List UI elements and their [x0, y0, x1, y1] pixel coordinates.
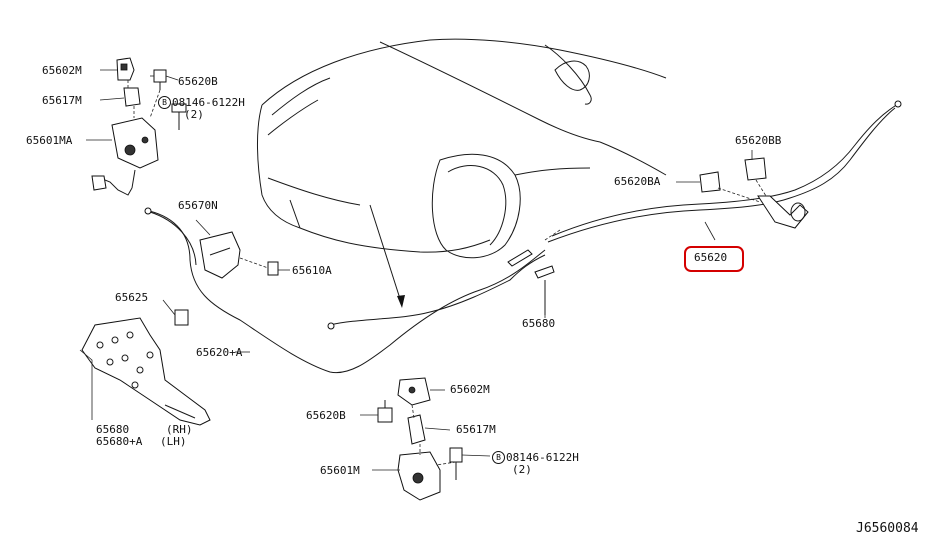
label-65620BA: 65620BA — [614, 175, 661, 188]
label-08146-bot-qty: (2) — [512, 463, 532, 476]
label-65617M-bot: 65617M — [456, 423, 496, 436]
label-65601MA: 65601MA — [26, 134, 73, 147]
label-65680A-lh: (LH) — [160, 435, 187, 448]
label-65670N: 65670N — [178, 199, 218, 212]
label-65680A-left: 65680+A — [96, 435, 143, 448]
label-65602M-bot: 65602M — [450, 383, 490, 396]
label-08146-top-qty: (2) — [184, 108, 204, 121]
highlight-box-65620 — [684, 246, 744, 272]
car-body-outline — [257, 38, 667, 259]
label-65601M: 65601M — [320, 464, 360, 477]
lower-lock-assembly — [360, 377, 491, 501]
label-65680-left: 65680 — [96, 423, 130, 436]
label-65680-mid: 65680 — [522, 317, 556, 330]
label-65620B-bot: 65620B — [306, 409, 346, 422]
label-65625: 65625 — [115, 291, 149, 304]
label-65620BB: 65620BB — [735, 134, 782, 147]
cable-65620 — [547, 100, 902, 243]
label-65680-rh: (RH) — [166, 423, 193, 436]
label-65620B-top: 65620B — [178, 75, 218, 88]
label-65610A: 65610A — [292, 264, 332, 277]
label-65620: 65620 — [694, 251, 728, 264]
label-08146-top: 08146-6122H — [172, 96, 245, 109]
leader-lines — [79, 75, 753, 420]
upper-lock-assembly — [86, 57, 187, 196]
cable-65620A — [144, 207, 546, 374]
label-08146-bot: 08146-6122H — [506, 451, 579, 464]
insulator-65680-left — [81, 309, 211, 426]
label-65602M-top: 65602M — [42, 64, 82, 77]
bolt-marker-bottom: B — [492, 451, 505, 464]
diagram-code: J6560084 — [856, 521, 919, 536]
release-handle — [199, 231, 279, 279]
label-65620A: 65620+A — [196, 346, 243, 359]
center-parts — [507, 229, 561, 315]
bolt-marker-top: B — [158, 96, 171, 109]
label-65617M-top: 65617M — [42, 94, 82, 107]
direction-arrow — [369, 204, 405, 308]
